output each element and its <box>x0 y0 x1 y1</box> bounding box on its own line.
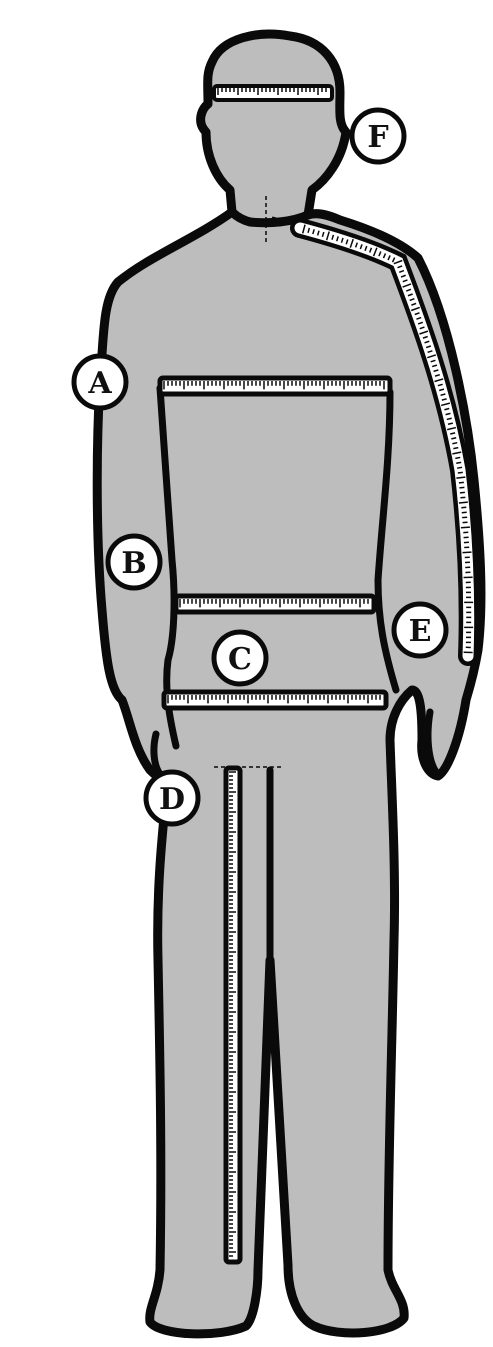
marker-b-label: B <box>121 546 146 581</box>
marker-c-label: C <box>228 642 252 677</box>
marker-e: E <box>391 601 449 659</box>
head <box>196 29 351 229</box>
marker-d-label: D <box>159 782 185 817</box>
head-tape <box>212 84 334 102</box>
measuring-tapes <box>157 84 479 1265</box>
marker-e-label: E <box>409 614 432 649</box>
human-silhouette <box>92 29 486 1339</box>
chest-tape <box>157 375 393 397</box>
hip-tape <box>161 689 389 711</box>
marker-d: D <box>143 769 201 827</box>
marker-b: B <box>105 533 163 591</box>
marker-f: F <box>349 107 407 165</box>
inseam-tape <box>214 765 282 1265</box>
marker-c: C <box>211 629 269 687</box>
marker-a: A <box>71 353 129 411</box>
marker-a-label: A <box>87 366 112 401</box>
marker-f-label: F <box>367 120 388 155</box>
sleeve-tape <box>265 196 479 666</box>
waist-tape <box>173 593 377 615</box>
